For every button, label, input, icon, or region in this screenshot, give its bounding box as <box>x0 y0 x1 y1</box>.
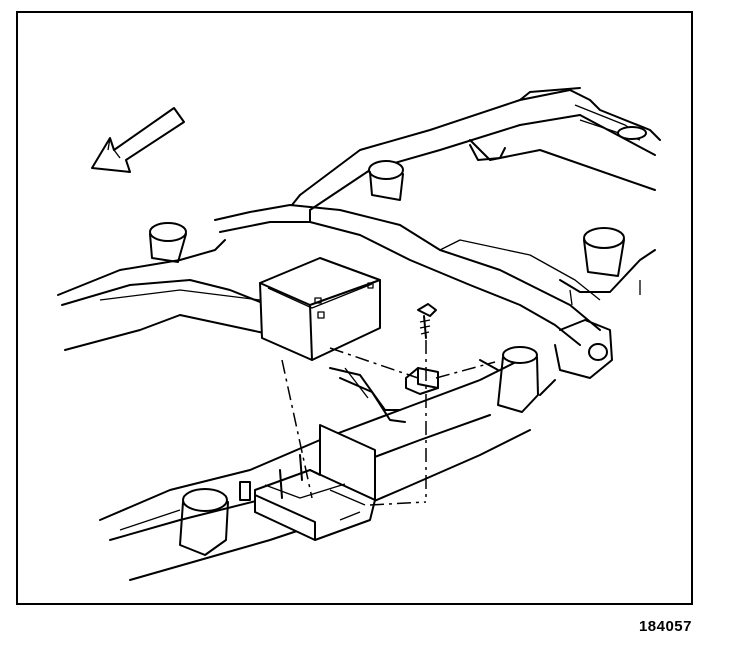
support-strut <box>329 367 406 423</box>
cross-member <box>214 194 613 379</box>
rear-right-mount <box>559 227 656 306</box>
direction-arrow-icon <box>91 107 185 173</box>
mounting-bracket <box>405 367 439 395</box>
bolt <box>417 303 437 339</box>
figure-number: 184057 <box>638 618 692 635</box>
control-module <box>259 257 381 361</box>
module-tray <box>239 424 376 541</box>
installation-guides <box>281 340 496 506</box>
rear-frame-section <box>299 87 661 211</box>
